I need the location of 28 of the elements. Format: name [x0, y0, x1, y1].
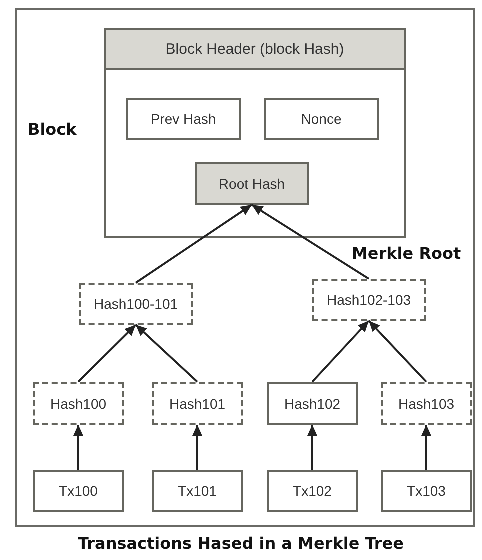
- process-box: Prev Hash: [126, 98, 241, 140]
- process-box: Tx100: [33, 470, 124, 512]
- process-box: Hash102: [267, 382, 358, 425]
- arrow: [192, 425, 202, 470]
- arrow: [312, 320, 370, 383]
- arrow: [422, 425, 432, 470]
- arrow: [251, 204, 370, 280]
- block-box: [104, 28, 406, 238]
- arrow: [74, 425, 84, 470]
- hash-box: Hash102-103: [312, 279, 426, 321]
- process-box: Nonce: [264, 98, 379, 140]
- header-band: Block Header (block Hash): [106, 30, 404, 70]
- arrow: [78, 324, 137, 383]
- arrow: [308, 425, 318, 470]
- block-label: Block: [28, 120, 77, 139]
- process-box: Tx102: [267, 470, 358, 512]
- root-hash-box: Root Hash: [195, 162, 309, 205]
- hash-box: Hash103: [381, 382, 472, 425]
- merkle-root-label: Merkle Root: [352, 244, 462, 263]
- hash-box: Hash100: [33, 382, 124, 425]
- hash-box: Hash101: [152, 382, 243, 425]
- caption: Transactions Hased in a Merkle Tree: [76, 534, 405, 553]
- arrow: [135, 204, 253, 284]
- arrow: [135, 324, 198, 383]
- arrow: [368, 320, 428, 383]
- process-box: Tx103: [381, 470, 472, 512]
- process-box: Tx101: [152, 470, 243, 512]
- hash-box: Hash100-101: [79, 283, 193, 325]
